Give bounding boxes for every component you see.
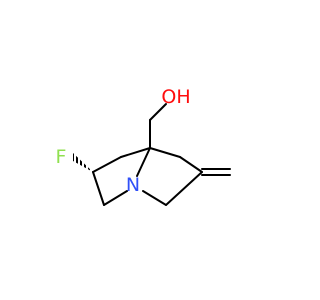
hashed-wedge-c-f	[73, 153, 93, 172]
bond-r3-n	[142, 190, 167, 206]
molecule-diagram: OH F N	[55, 86, 231, 206]
bond-l1-l2	[92, 156, 122, 173]
bond-l3-n	[103, 190, 128, 206]
atom-labels: OH F N	[56, 86, 191, 196]
bond-cb-r1	[149, 147, 181, 158]
bond-r1-r2	[179, 156, 203, 173]
bonds-final	[92, 103, 231, 206]
bond-r2-r3	[165, 171, 203, 206]
bond-cb-l1	[120, 147, 151, 158]
fluorine-label: F	[56, 146, 67, 168]
bond-l2-l3	[92, 171, 105, 206]
bond-cm-o	[149, 103, 167, 121]
hydroxyl-label: OH	[161, 86, 190, 108]
nitrogen-label: N	[126, 174, 140, 196]
bond-cb-n	[136, 147, 151, 177]
